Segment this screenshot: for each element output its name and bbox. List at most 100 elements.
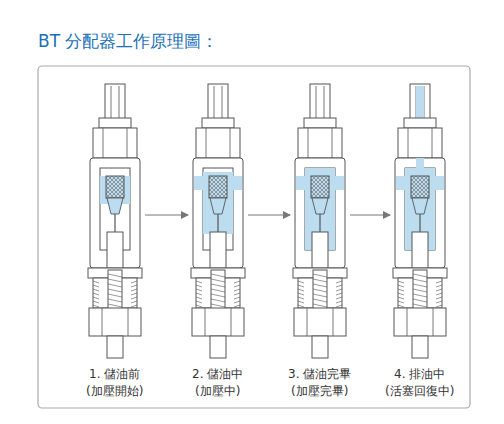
detail-line	[211, 274, 225, 277]
caption: 2. 儲油中	[192, 366, 243, 383]
check-valve	[209, 176, 227, 198]
collar	[202, 118, 234, 128]
detail-line	[230, 128, 231, 158]
detail-line	[111, 86, 112, 118]
piston	[107, 232, 123, 268]
flow-arrow	[248, 215, 290, 216]
detail-line	[108, 304, 122, 307]
valve-cone	[210, 198, 226, 214]
caption: 3. 儲油完畢	[288, 366, 351, 383]
side-passage	[335, 176, 344, 190]
detail-line	[222, 86, 223, 118]
detail-line	[413, 274, 427, 277]
piston	[412, 232, 428, 268]
detail-line	[336, 285, 342, 287]
detail-line	[131, 297, 137, 299]
side-passage	[194, 176, 203, 190]
bottom-nut	[192, 308, 244, 336]
detail-line	[196, 293, 202, 295]
detail-line	[234, 285, 240, 287]
detail-line	[298, 281, 304, 283]
detail-line	[313, 284, 327, 287]
detail-line	[408, 128, 409, 158]
side-passage	[435, 176, 444, 190]
flow-arrow	[350, 215, 390, 216]
detail-line	[102, 308, 103, 336]
collar	[304, 118, 336, 128]
detail-line	[336, 305, 342, 307]
detail-line	[336, 281, 342, 283]
caption: (加壓完畢)	[291, 383, 348, 400]
detail-line	[436, 305, 442, 307]
detail-line	[93, 285, 99, 287]
detail-line	[313, 274, 327, 277]
detail-line	[196, 289, 202, 291]
detail-line	[436, 281, 442, 283]
detail-line	[398, 289, 404, 291]
detail-line	[196, 297, 202, 299]
check-valve	[311, 176, 329, 198]
body	[90, 158, 140, 268]
detail-line	[108, 299, 122, 302]
detail-line	[234, 301, 240, 303]
caption: (活塞回復中)	[385, 383, 454, 400]
detail-line	[433, 308, 434, 336]
detail-line	[93, 289, 99, 291]
caption: (加壓中)	[195, 383, 240, 400]
caption: (加壓開始)	[86, 383, 143, 400]
side-passage	[233, 176, 242, 190]
detail-line	[211, 304, 225, 307]
bottom-nut	[89, 308, 141, 336]
detail-line	[108, 284, 122, 287]
detail-line	[398, 285, 404, 287]
oil-fill	[203, 172, 233, 234]
caption: 1. 儲油前	[89, 366, 140, 383]
hex-nut	[93, 128, 137, 158]
detail-line	[196, 281, 202, 283]
bottom-stem	[312, 336, 328, 358]
detail-line	[308, 128, 309, 158]
detail-line	[196, 301, 202, 303]
bottom-stem	[107, 336, 123, 358]
detail-line	[119, 86, 120, 118]
detail-line	[313, 279, 327, 282]
detail-line	[93, 293, 99, 295]
detail-line	[336, 301, 342, 303]
detail-line	[131, 285, 137, 287]
detail-line	[413, 289, 427, 292]
bottom-nut	[294, 308, 346, 336]
detail-line	[313, 299, 327, 302]
distributor-valve	[191, 84, 245, 358]
detail-line	[234, 289, 240, 291]
detail-line	[128, 308, 129, 336]
detail-line	[211, 284, 225, 287]
detail-line	[398, 293, 404, 295]
detail-line	[436, 285, 442, 287]
detail-line	[313, 304, 327, 307]
distributor-valve	[293, 84, 347, 358]
detail-line	[211, 279, 225, 282]
detail-line	[413, 279, 427, 282]
detail-line	[407, 308, 408, 336]
detail-line	[127, 128, 128, 158]
detail-line	[436, 293, 442, 295]
side-passage	[396, 176, 405, 190]
check-valve	[411, 176, 429, 198]
detail-line	[103, 128, 104, 158]
piston	[312, 232, 328, 268]
detail-line	[413, 294, 427, 297]
detail-line	[319, 214, 320, 232]
detail-line	[324, 86, 325, 118]
frame	[38, 66, 470, 408]
detail-line	[307, 308, 308, 336]
detail-line	[316, 86, 317, 118]
detail-line	[131, 293, 137, 295]
distributor-valve	[88, 84, 142, 358]
detail-line	[211, 289, 225, 292]
piston	[210, 232, 226, 268]
detail-line	[93, 281, 99, 283]
title: BT 分配器工作原理圖：	[38, 30, 218, 53]
detail-line	[419, 214, 420, 232]
detail-line	[436, 297, 442, 299]
detail-line	[298, 285, 304, 287]
